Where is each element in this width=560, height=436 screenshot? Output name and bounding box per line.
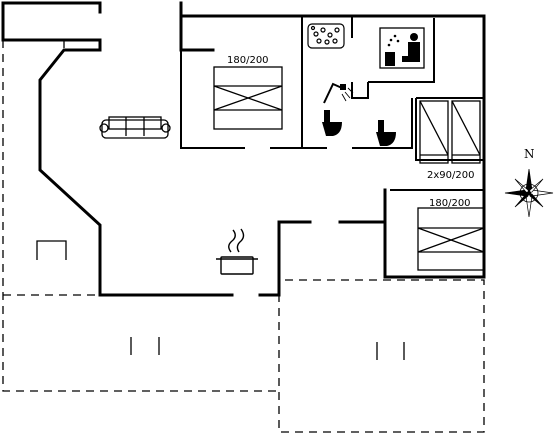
wall-living-bottom [258,220,312,297]
bed-top-diag-2 [213,85,283,111]
interior-walls [180,16,484,191]
terrace-left-outline [2,40,279,392]
wall-top-stub [179,1,215,52]
wall-bedroom2-bottom [415,98,484,161]
sauna-icon [379,27,425,69]
bed-top [213,66,283,130]
terraces [2,40,485,433]
entry-bench [36,240,67,260]
wall-top-left [1,1,102,14]
walls [1,1,486,297]
bed-right-a [419,100,449,164]
toilet-icon-2 [376,120,396,146]
wall-top [179,14,486,200]
bed-right-label: 2x90/200 [427,170,474,181]
bed-right-twin [419,100,481,164]
compass-rose [504,168,554,218]
cooking-pot-icon [216,228,258,275]
bed-bottom-frame [417,207,485,271]
wall-living-left [38,38,234,297]
bed-bottom-diag-2 [417,227,485,253]
shower-icon [323,82,354,104]
bed-right-b [451,100,481,164]
compass-north-label: N [524,147,535,161]
wall-sauna-right [368,18,435,83]
bed-right-a-diag [419,100,449,156]
bed-top-frame [213,66,283,130]
jacuzzi-icon [307,23,345,49]
terrace-posts [130,337,405,360]
terrace-right-outline [278,279,485,433]
wall-bath-bottom [352,98,413,149]
sofa-icon [99,116,171,139]
bed-top-label: 180/200 [227,55,269,66]
wall-bath-mid [351,82,369,99]
wall-bedroom1-left [180,50,245,149]
bed-bottom-label: 180/200 [429,198,471,209]
wall-top-left-ledge [1,1,102,42]
bed-bottom [417,207,485,271]
toilet-icon-1 [322,110,342,136]
wall-mid-horizontal [338,196,486,279]
bed-right-b-diag [451,100,481,156]
